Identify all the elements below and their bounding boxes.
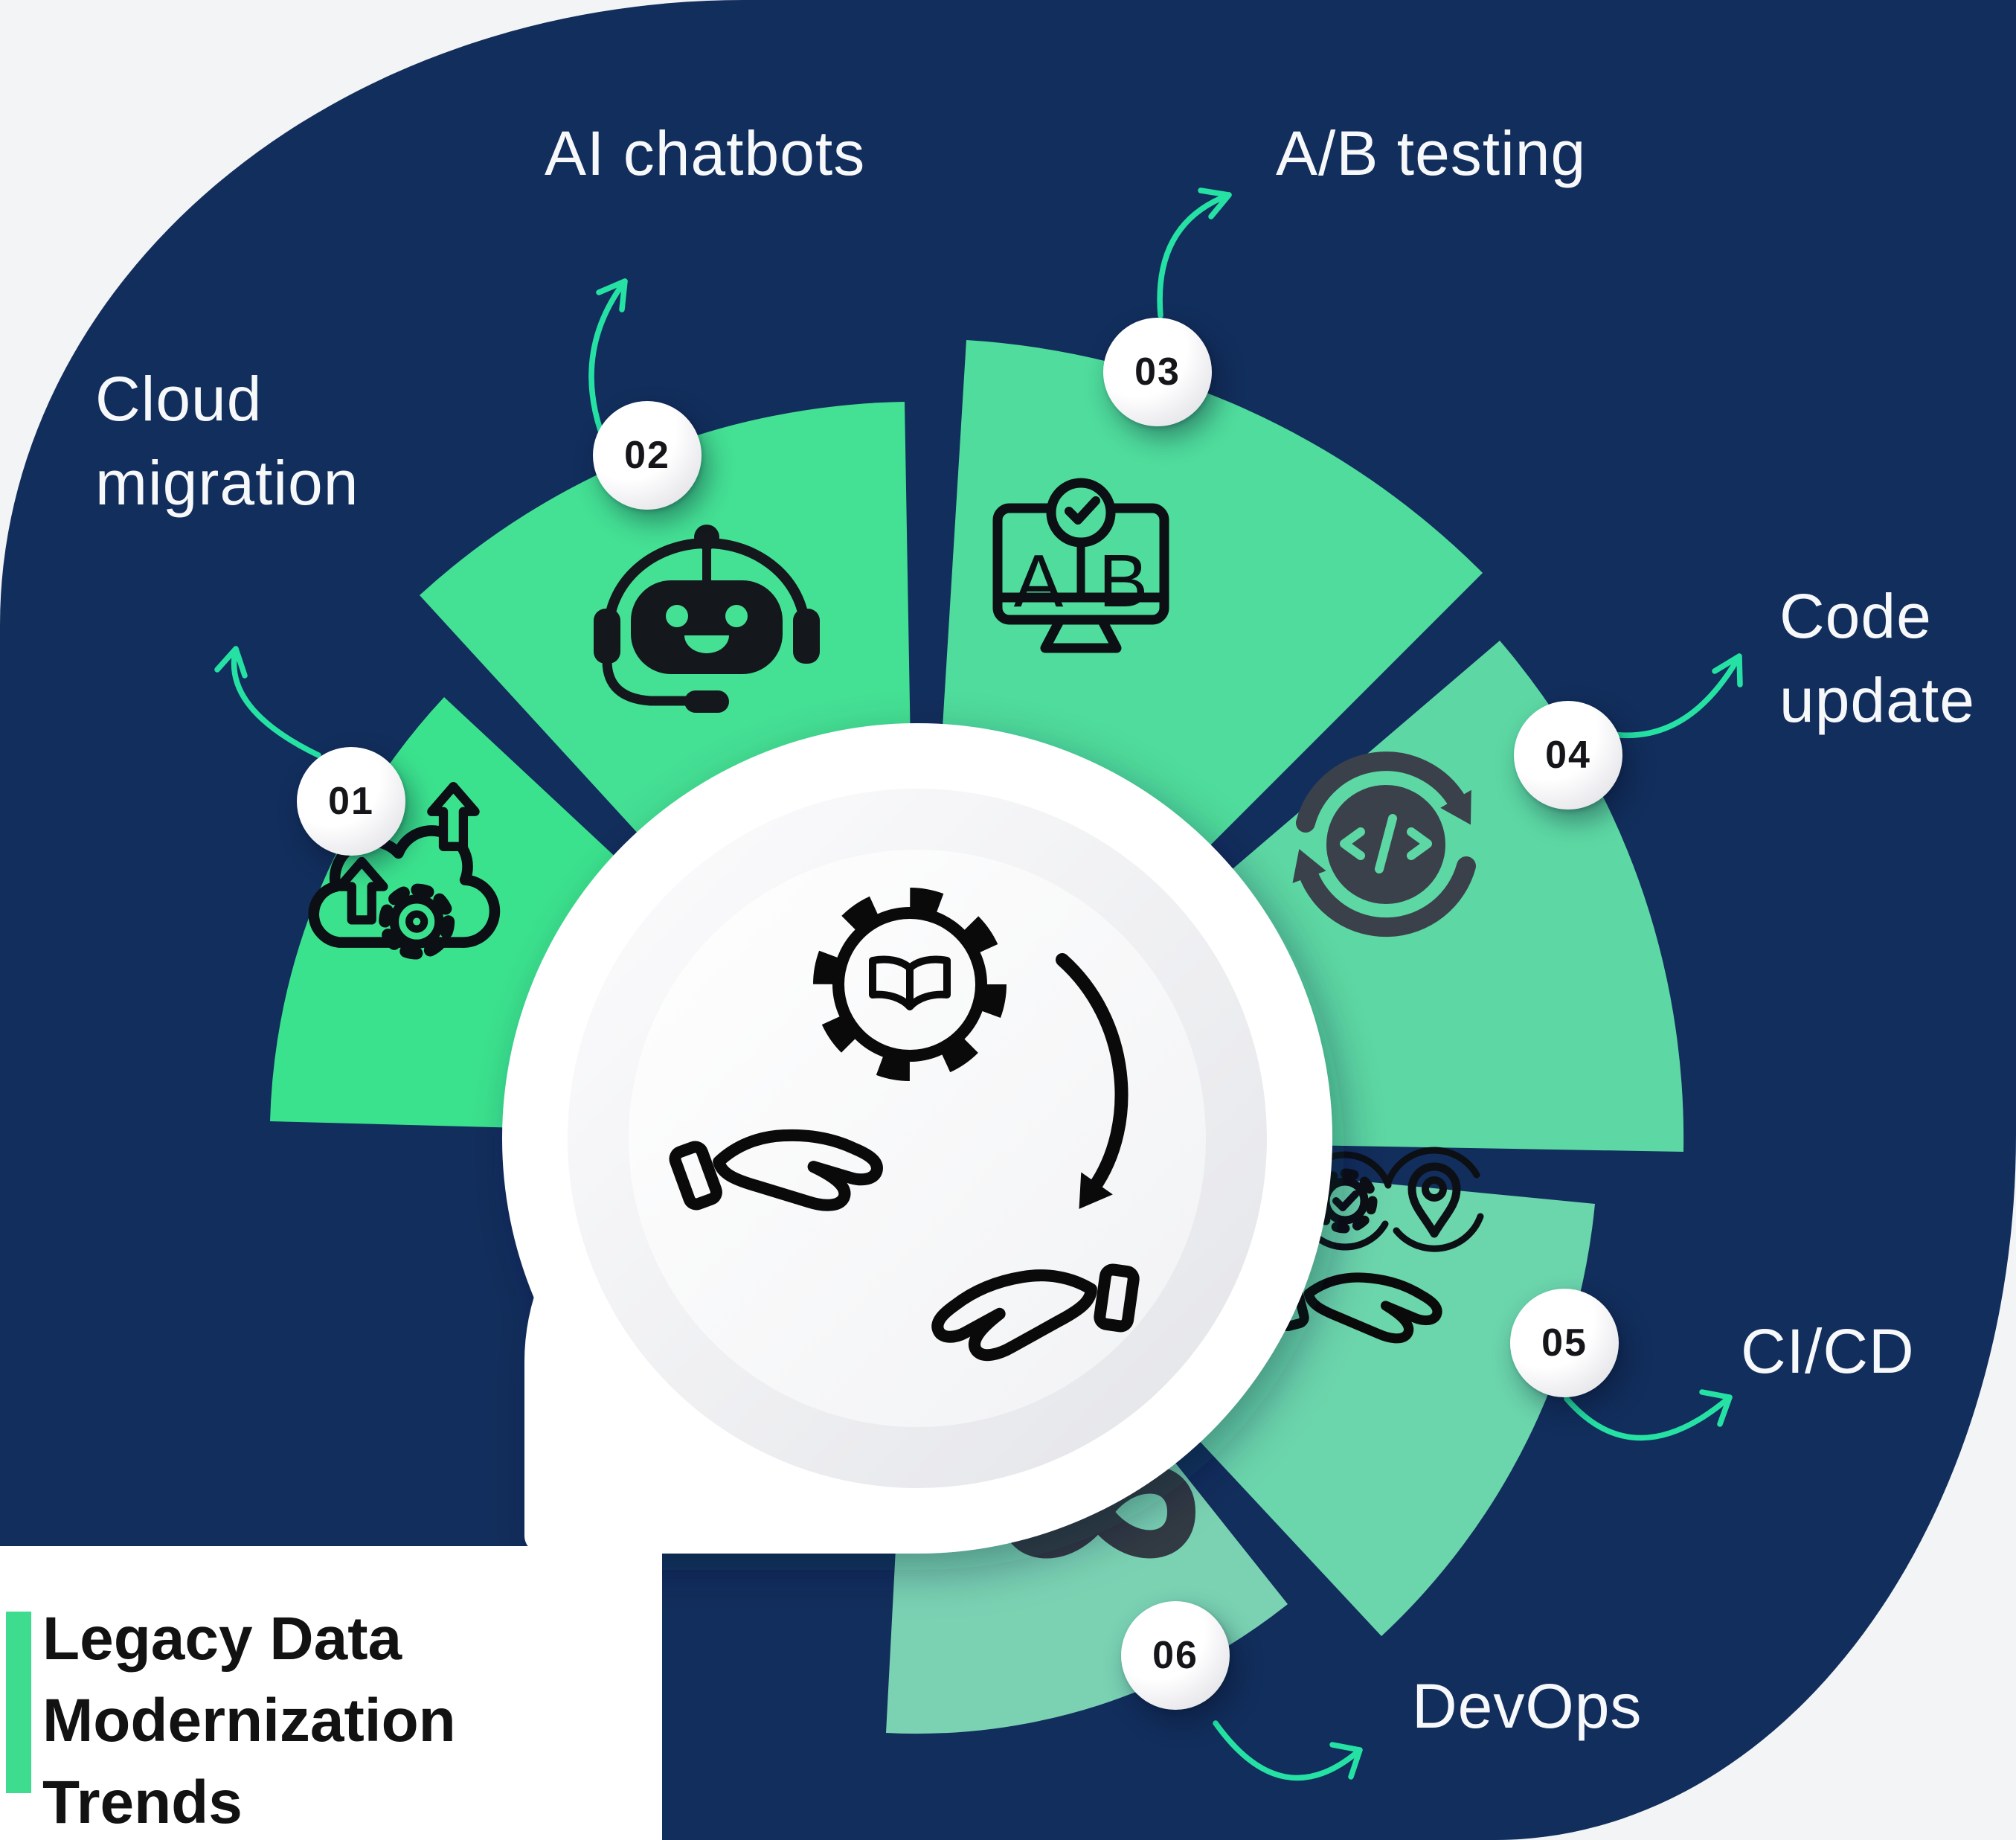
ai-chatbot-icon	[594, 525, 820, 713]
ab-testing-monitor-icon: A B	[992, 478, 1169, 653]
page-title: Legacy Data Modernization Trends	[42, 1598, 456, 1840]
cloud-migration-icon	[308, 781, 501, 960]
badge-01-number: 01	[328, 780, 374, 823]
title-line-1: Legacy Data	[42, 1605, 402, 1673]
svg-text:A: A	[1014, 539, 1064, 623]
badge-05-number: 05	[1541, 1321, 1588, 1365]
arrow-to-ab-testing-icon	[1157, 187, 1232, 318]
title-box: Legacy Data Modernization Trends	[0, 1546, 662, 1840]
arrow-to-code-update-icon	[1604, 653, 1743, 739]
arrow-to-ai-chatbots-icon	[588, 278, 628, 449]
badge-01: 01	[297, 747, 405, 856]
title-line-2: Modernization	[42, 1687, 456, 1754]
badge-04: 04	[1514, 701, 1622, 810]
label-ai-chatbots: AI chatbots	[545, 118, 866, 188]
badge-02: 02	[593, 401, 702, 510]
svg-text:B: B	[1099, 539, 1149, 623]
label-ab-testing: A/B testing	[1276, 118, 1587, 188]
label-code-update: Code update	[1779, 581, 1975, 735]
badge-02-number: 02	[624, 434, 670, 477]
badge-03-number: 03	[1134, 350, 1181, 394]
badge-06: 06	[1121, 1601, 1230, 1710]
label-devops: DevOps	[1412, 1671, 1643, 1741]
title-accent-bar	[6, 1612, 31, 1793]
arrow-to-devops-icon	[1213, 1720, 1363, 1781]
arrow-to-cloud-migration-icon	[214, 646, 321, 758]
connector-arrows	[214, 187, 1743, 1781]
badge-06-number: 06	[1152, 1634, 1198, 1677]
badge-03: 03	[1103, 318, 1212, 426]
label-cloud-migration: Cloud migration	[95, 364, 359, 518]
label-cicd: CI/CD	[1741, 1316, 1915, 1386]
legacy-data-handover-icon	[672, 888, 1142, 1360]
title-line-3: Trends	[42, 1769, 243, 1836]
arrow-to-cicd-icon	[1564, 1389, 1733, 1441]
code-update-refresh-icon	[1292, 751, 1476, 937]
badge-05: 05	[1510, 1289, 1619, 1397]
badge-04-number: 04	[1545, 734, 1591, 777]
